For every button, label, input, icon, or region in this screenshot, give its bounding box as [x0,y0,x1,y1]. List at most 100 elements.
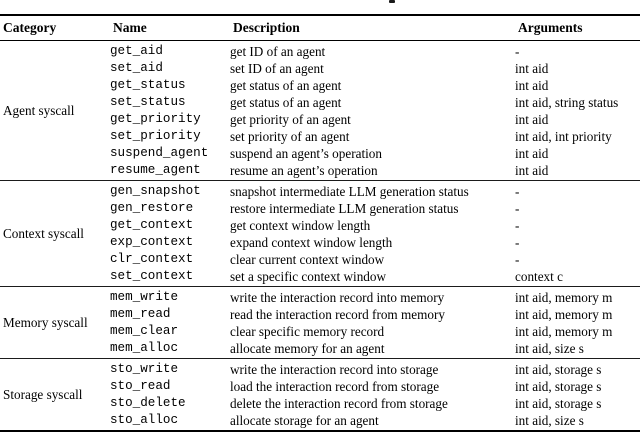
syscall-arguments: - [515,183,520,199]
table-row: sto_write write the interaction record i… [110,361,640,378]
table-row: get_status get status of an agent int ai… [110,77,640,94]
syscall-description: suspend an agent’s operation [230,145,382,161]
syscall-description: resume an agent’s operation [230,162,378,178]
category-cell: Agent syscall [3,102,75,118]
table-section: Storage syscall sto_write write the inte… [0,359,640,430]
syscall-arguments: int aid, storage s [515,378,602,394]
syscall-description: write the interaction record into storag… [230,361,439,377]
table-section: Context syscall gen_snapshot snapshot in… [0,181,640,287]
syscall-description: snapshot intermediate LLM generation sta… [230,183,469,199]
table-row: get_context get context window length - [110,217,640,234]
syscall-arguments: int aid [515,162,549,178]
table-row: sto_read load the interaction record fro… [110,378,640,395]
syscall-arguments: - [515,234,520,250]
column-header-arguments: Arguments [518,20,583,35]
syscall-arguments: int aid, memory m [515,289,613,305]
syscall-arguments: int aid [515,111,549,127]
syscall-description: write the interaction record into memory [230,289,445,305]
syscall-arguments: int aid, size s [515,340,584,356]
table-row: get_priority get priority of an agent in… [110,111,640,128]
syscall-description: clear current context window [230,251,385,267]
section-rows: sto_write write the interaction record i… [110,361,640,429]
syscall-name: resume_agent [110,162,201,177]
syscall-arguments: int aid, string status [515,94,619,110]
table-row: exp_context expand context window length… [110,234,640,251]
syscall-name: set_status [110,94,186,109]
table-row: suspend_agent suspend an agent’s operati… [110,145,640,162]
category-cell: Context syscall [3,225,84,241]
table-row: set_context set a specific context windo… [110,268,640,285]
syscall-name: mem_read [110,306,171,321]
syscall-name: set_context [110,268,194,283]
syscall-description: read the interaction record from memory [230,306,445,322]
column-header-category: Category [3,20,57,35]
syscall-name: get_context [110,217,194,232]
syscall-description: restore intermediate LLM generation stat… [230,200,459,216]
syscall-name: sto_delete [110,395,186,410]
table-row: gen_restore restore intermediate LLM gen… [110,200,640,217]
syscall-name: gen_restore [110,200,194,215]
syscall-arguments: int aid, memory m [515,323,613,339]
syscall-name: set_priority [110,128,201,143]
syscall-arguments: int aid, storage s [515,395,602,411]
syscall-description: expand context window length [230,234,393,250]
table-header-row: Category Name Description Arguments [0,16,640,41]
table-row: sto_delete delete the interaction record… [110,395,640,412]
syscall-description: set a specific context window [230,268,387,284]
syscall-name: sto_write [110,361,179,376]
table-row: set_aid set ID of an agent int aid [110,60,640,77]
syscall-name: mem_write [110,289,179,304]
syscall-name: get_priority [110,111,201,126]
syscall-name: get_aid [110,43,163,58]
syscall-name: clr_context [110,251,194,266]
syscall-description: allocate storage for an agent [230,412,379,428]
syscall-description: clear specific memory record [230,323,385,339]
syscall-name: sto_alloc [110,412,179,427]
syscall-name: mem_alloc [110,340,179,355]
category-cell: Memory syscall [3,314,88,330]
category-cell: Storage syscall [3,386,83,402]
syscall-name: exp_context [110,234,194,249]
syscall-description: set priority of an agent [230,128,350,144]
caption-fragment [389,0,395,3]
syscall-arguments: int aid [515,60,549,76]
syscall-arguments: context c [515,268,563,284]
table-row: mem_alloc allocate memory for an agent i… [110,340,640,357]
section-rows: gen_snapshot snapshot intermediate LLM g… [110,183,640,285]
section-rows: mem_write write the interaction record i… [110,289,640,357]
syscall-arguments: int aid, memory m [515,306,613,322]
column-header-description: Description [233,20,300,35]
table-row: get_aid get ID of an agent - [110,43,640,60]
syscall-arguments: int aid [515,77,549,93]
syscall-description: get ID of an agent [230,43,326,59]
table-row: gen_snapshot snapshot intermediate LLM g… [110,183,640,200]
syscall-arguments: int aid, storage s [515,361,602,377]
syscall-name: get_status [110,77,186,92]
syscall-description: delete the interaction record from stora… [230,395,448,411]
syscall-arguments: - [515,200,520,216]
table-section: Memory syscall mem_write write the inter… [0,287,640,359]
syscall-arguments: - [515,217,520,233]
syscall-description: load the interaction record from storage [230,378,440,394]
syscall-name: gen_snapshot [110,183,201,198]
syscall-description: set ID of an agent [230,60,324,76]
syscall-arguments: int aid, int priority [515,128,612,144]
table-row: resume_agent resume an agent’s operation… [110,162,640,179]
table-row: mem_write write the interaction record i… [110,289,640,306]
syscall-table: Category Name Description Arguments Agen… [0,14,640,432]
syscall-name: suspend_agent [110,145,209,160]
syscall-arguments: - [515,251,520,267]
column-header-name: Name [113,20,147,35]
syscall-arguments: - [515,43,520,59]
table-row: sto_alloc allocate storage for an agent … [110,412,640,429]
syscall-name: set_aid [110,60,163,75]
syscall-name: sto_read [110,378,171,393]
table-row: set_priority set priority of an agent in… [110,128,640,145]
syscall-name: mem_clear [110,323,179,338]
table-section: Agent syscall get_aid get ID of an agent… [0,41,640,181]
syscall-description: allocate memory for an agent [230,340,385,356]
table-row: set_status get status of an agent int ai… [110,94,640,111]
table-row: mem_clear clear specific memory record i… [110,323,640,340]
section-rows: get_aid get ID of an agent - set_aid set… [110,43,640,179]
